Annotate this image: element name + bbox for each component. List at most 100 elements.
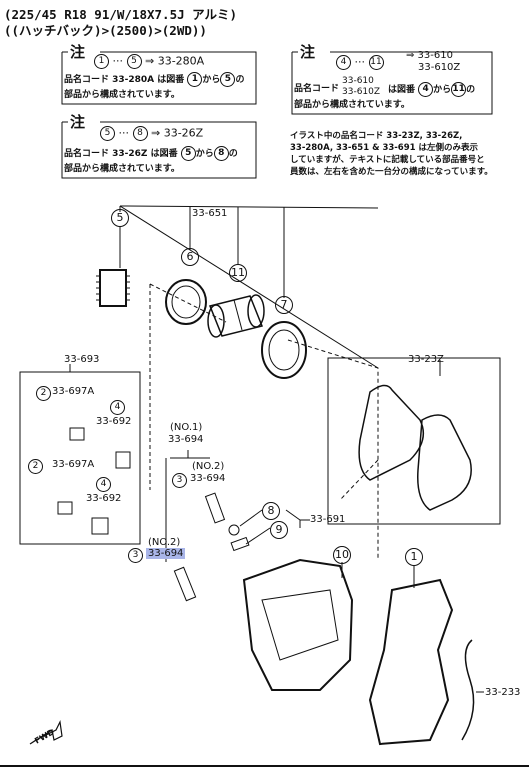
caliper-bracket-1: [368, 578, 454, 746]
piston-11: [208, 295, 264, 337]
label-33-694-no2: 33-694: [190, 473, 226, 484]
callout-7: 7: [275, 296, 293, 314]
bushing-2a: [69, 427, 85, 441]
callout-9: 9: [270, 521, 288, 539]
caliper-dashed-outline: [149, 283, 379, 560]
label-33-693: 33-693: [64, 354, 100, 365]
callout-10: 10: [333, 546, 351, 564]
label-33-694-no2b-tag: (NO.2): [148, 537, 181, 548]
brake-pad-a: [358, 384, 425, 481]
brake-pad-b: [417, 414, 472, 511]
pad-kit-5: [99, 269, 127, 307]
note-2-target-b: 33-610Z: [418, 62, 461, 73]
callout-4b: 4: [96, 477, 111, 492]
callout-11: 11: [229, 264, 247, 282]
note-2-target: ⇒ 33-610 33-610Z: [406, 50, 460, 74]
label-33-697a-2: 33-697A: [52, 459, 95, 470]
label-33-697a-1: 33-697A: [52, 386, 95, 397]
note-1-line-1-pre: 品名コード 33-280A は図番: [64, 75, 185, 85]
callout-8: 8: [262, 502, 280, 520]
kit-box-33-693: [19, 371, 141, 545]
caliper-body-10: [242, 558, 354, 691]
label-33-23z: 33-23Z: [408, 354, 444, 365]
note-3-target: ⇒ 33-26Z: [151, 126, 204, 140]
note-2-range: 4 ··· 11: [336, 55, 384, 70]
note-1-line-1-post: の: [235, 75, 245, 85]
guide-pin-no2-lower: [173, 566, 197, 602]
label-33-692-1: 33-692: [96, 416, 132, 427]
note-2-line-2: 部品から構成されています。: [294, 100, 410, 110]
note-1-line-2: 部品から構成されています。: [64, 90, 180, 100]
note-1-range-to: 5: [126, 54, 142, 69]
illustration-note-line-3: していますが、テキストに記載している部品番号と: [290, 155, 485, 165]
callout-1: 1: [405, 548, 423, 566]
callout-4a: 4: [110, 400, 125, 415]
bleeder-cap-8: [228, 524, 240, 536]
guide-pin-no2-upper: [204, 492, 226, 524]
label-33-691: 33-691: [310, 514, 346, 525]
callout-6: 6: [181, 248, 199, 266]
note-3-range-to: 8: [132, 126, 148, 141]
pads-box-33-23z: [327, 357, 501, 525]
label-33-694-no1-tag: (NO.1): [170, 422, 203, 433]
callout-3b: 3: [128, 548, 143, 563]
note-3-from: 5: [180, 146, 196, 161]
note-2-code-a: 33-610: [342, 76, 374, 86]
bushing-2b: [57, 501, 73, 515]
piston-seal-7: [261, 321, 307, 379]
note-1-title: 注: [70, 43, 86, 61]
fwd-arrow-icon: [29, 720, 63, 745]
header-line-2: ((ハッチバック)>(2500)>(2WD)): [4, 23, 207, 38]
note-3-line-2: 部品から構成されています。: [64, 164, 180, 174]
note-1-from: 1: [187, 72, 203, 87]
label-33-694-no1: 33-694: [168, 434, 204, 445]
bleeder-screw-9: [230, 536, 250, 552]
sleeve-4b: [91, 517, 109, 535]
anti-rattle-spring: [461, 639, 475, 741]
label-33-651: 33-651: [192, 208, 228, 219]
label-33-692-2: 33-692: [86, 493, 122, 504]
note-box-3-frame: [61, 121, 257, 179]
note-3-to: 8: [213, 146, 229, 161]
note-1-target: ⇒ 33-280A: [145, 54, 205, 68]
note-1-range-from: 1: [94, 54, 109, 69]
note-2-to: 11: [451, 82, 467, 97]
note-3-line-1-post: の: [228, 149, 238, 159]
note-2-range-to: 11: [368, 55, 384, 70]
illustration-note: イラスト中の品名コード 33-23Z, 33-26Z, 33-280A, 33-…: [290, 130, 493, 178]
label-33-233: 33-233: [485, 687, 521, 698]
note-box-2: 注 4 ··· 11 ⇒ 33-610 33-610Z 品名コード 33-610…: [290, 43, 494, 116]
callout-2a: 2: [36, 386, 51, 401]
note-3-line-1-pre: 品名コード 33-26Z は図番: [64, 149, 178, 159]
bracket-33-651-top: [119, 205, 379, 209]
label-33-694-no2-tag: (NO.2): [192, 461, 225, 472]
note-3-mid: から: [195, 149, 214, 159]
note-2-line-1-pre: 品名コード: [294, 84, 340, 94]
label-33-694-highlighted[interactable]: 33-694: [146, 548, 186, 559]
note-2-mid: から: [433, 85, 452, 95]
sleeve-4a: [115, 451, 131, 469]
note-3-range: 5 ··· 8 ⇒ 33-26Z: [100, 126, 203, 141]
note-2-line-1-mid: は図番: [388, 85, 416, 95]
note-2-codes: 33-610 33-610Z: [342, 76, 380, 98]
dust-seal-6: [165, 279, 207, 325]
illustration-note-line-2: 33-280A, 33-651 & 33-691 は左側のみ表示: [290, 143, 479, 153]
note-1-range: 1 ··· 5 ⇒ 33-280A: [94, 54, 204, 69]
note-box-1-frame: [61, 51, 257, 105]
note-2-target-a: ⇒ 33-610: [406, 50, 453, 61]
callout-3a: 3: [172, 473, 187, 488]
note-1-to: 5: [220, 72, 236, 87]
note-2-from: 4: [418, 82, 434, 97]
note-2-code-b: 33-610Z: [342, 87, 381, 97]
header-line-1: (225/45 R18 91/W/18X7.5J アルミ): [4, 7, 238, 22]
note-3-title: 注: [70, 113, 86, 131]
note-box-2-frame: [291, 51, 493, 115]
note-2-range-from: 4: [336, 55, 351, 70]
callout-2b: 2: [28, 459, 43, 474]
